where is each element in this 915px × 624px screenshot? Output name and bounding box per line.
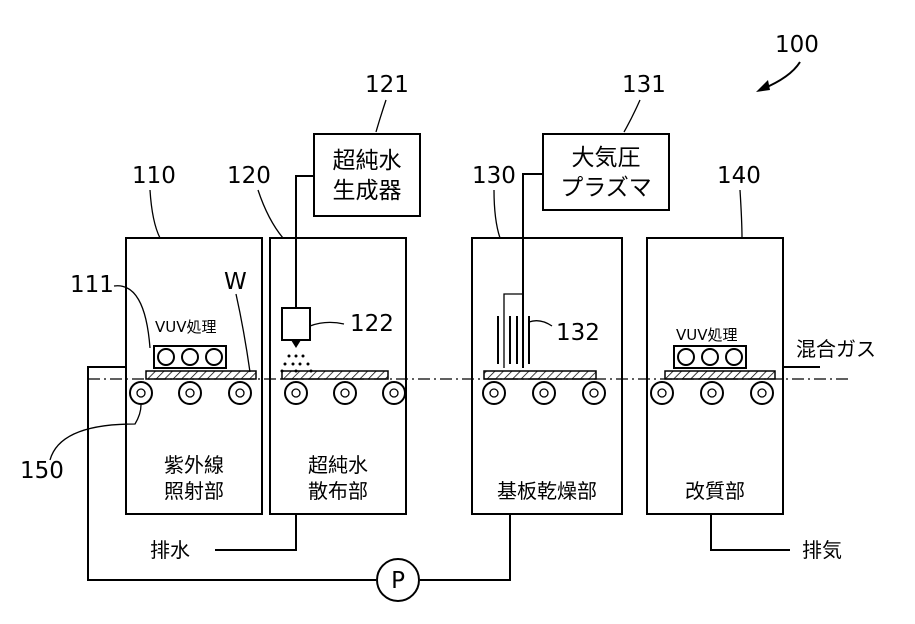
plasma-supply-pipe: [523, 174, 543, 368]
roller: [701, 382, 723, 404]
vuv-label-modify-unit: VUV処理: [676, 326, 738, 344]
nozzle-ref: 122: [350, 311, 394, 337]
modify-unit-name: 改質部: [685, 479, 745, 503]
uv-unit-leader: [150, 190, 160, 238]
water-gen-leader: [376, 100, 386, 132]
plasma-ref: 131: [622, 72, 666, 98]
modify-unit-ref: 140: [717, 163, 761, 189]
water-unit-leader: [258, 190, 283, 238]
roller: [383, 382, 405, 404]
exhaust-pipe: [711, 514, 790, 550]
conveyor-ref: 150: [20, 458, 64, 484]
conveyor-ref-leader: [50, 405, 141, 460]
vuv-lamp: [726, 349, 742, 365]
uv-unit-name-2: 照射部: [164, 479, 224, 503]
spray-nozzle: [282, 308, 310, 340]
plasma-ref-leader: [624, 100, 640, 132]
plasma-nozzle-ref: 132: [556, 320, 600, 346]
pump-label: P: [391, 568, 405, 594]
substrate-w: [146, 371, 256, 379]
uv-unit-name-1: 紫外線: [164, 453, 224, 477]
drain-label: 排水: [150, 538, 190, 562]
roller: [583, 382, 605, 404]
uv-unit-ref: 110: [132, 163, 176, 189]
substrate: [665, 371, 775, 379]
water-unit-name-2: 散布部: [308, 479, 368, 503]
wafer-label: W: [224, 269, 247, 295]
vuv-lamp: [678, 349, 694, 365]
nozzle-leader: [310, 322, 344, 326]
roller: [651, 382, 673, 404]
roller: [751, 382, 773, 404]
water-gen-text-1: 超純水: [333, 148, 402, 174]
vuv-lamp: [702, 349, 718, 365]
water-unit-name-1: 超純水: [308, 453, 368, 477]
plasma-text-1: 大気圧: [572, 145, 641, 171]
dry-unit-ref: 130: [472, 163, 516, 189]
water-supply-pipe: [296, 176, 314, 308]
plasma-nozzle-leader: [529, 321, 552, 326]
roller: [229, 382, 251, 404]
substrate: [282, 371, 388, 379]
substrate: [484, 371, 596, 379]
modify-unit-leader: [740, 190, 742, 238]
vuv-lamp: [182, 349, 198, 365]
roller: [285, 382, 307, 404]
vuv-label-uv-unit: VUV処理: [155, 318, 217, 336]
dry-unit-leader: [494, 190, 500, 238]
dry-unit-name: 基板乾燥部: [497, 479, 597, 503]
circulation-pipe-right: [420, 514, 510, 580]
roller: [179, 382, 201, 404]
roller: [533, 382, 555, 404]
wafer-leader: [236, 294, 250, 372]
exhaust-label: 排気: [802, 538, 842, 562]
plasma-text-2: プラズマ: [560, 175, 652, 201]
drain-pipe: [215, 514, 296, 550]
water-gen-text-2: 生成器: [333, 178, 402, 204]
system-ref-arrowhead: [756, 80, 770, 92]
system-ref-label: 100: [775, 32, 819, 58]
spray-droplets: [281, 355, 313, 373]
plasma-branch-pipe: [504, 294, 523, 368]
vuv-lamp: [206, 349, 222, 365]
roller: [483, 382, 505, 404]
conveyor-rollers: [130, 382, 773, 404]
roller: [334, 382, 356, 404]
vuv-lamp: [158, 349, 174, 365]
lamp-ref-leader: [114, 286, 150, 348]
water-gen-ref: 121: [365, 72, 409, 98]
mixed-gas-label: 混合ガス: [796, 337, 876, 361]
nozzle-tip: [291, 340, 301, 348]
lamp-ref: 111: [70, 272, 114, 298]
roller: [130, 382, 152, 404]
water-unit-ref: 120: [227, 163, 271, 189]
